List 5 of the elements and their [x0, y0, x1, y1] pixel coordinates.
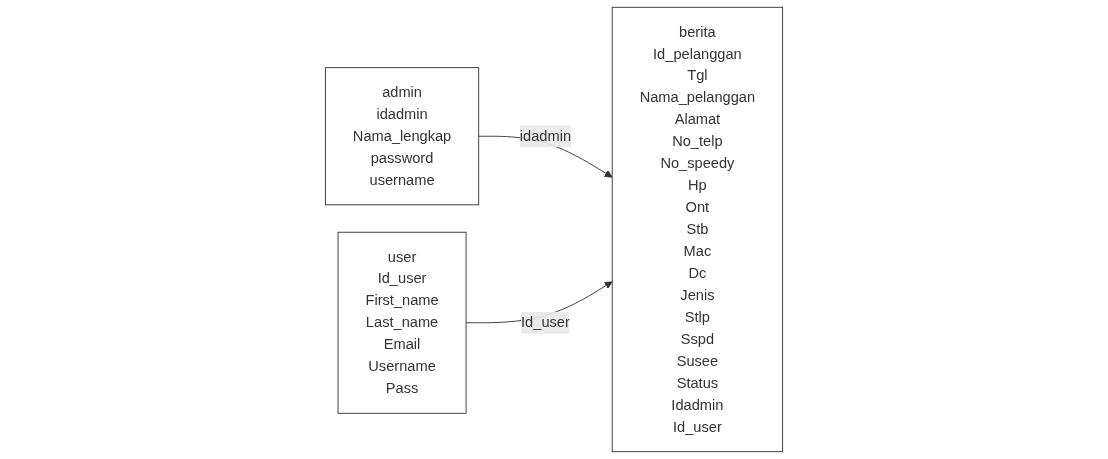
node-box: admin idadmin Nama_lengkap password username — [324, 67, 480, 206]
node-box: berita Id_pelanggan Tgl Nama_pelanggan Alamat No_telp No_speedy Hp Ont Stb Mac Dc Jenis Stlp Sspd Susee Status Idadmin Id_user — [611, 6, 784, 453]
edge-label: Id_user — [521, 314, 570, 331]
edge-label: idadmin — [519, 128, 572, 144]
node-box: user Id_user First_name Last_name Email Username Pass — [337, 231, 467, 414]
